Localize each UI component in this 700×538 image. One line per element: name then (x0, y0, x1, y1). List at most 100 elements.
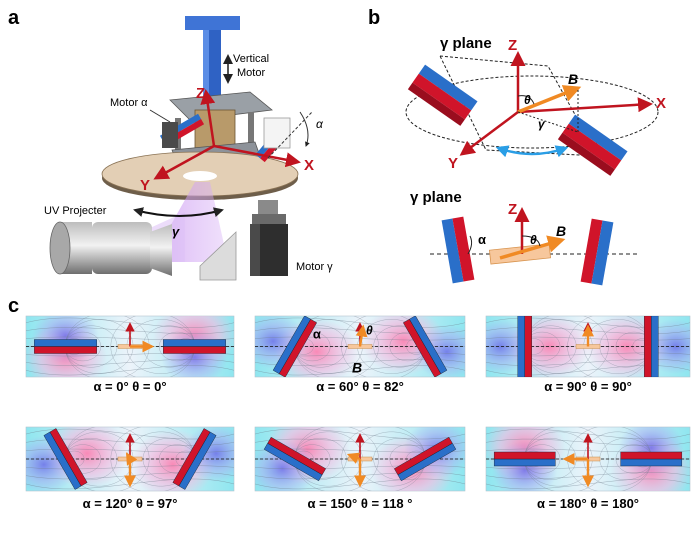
gamma-plane-title-top: γ plane (440, 35, 492, 52)
disk-hole (183, 171, 217, 181)
field-line (615, 331, 652, 362)
vertical-motor-label-2: Motor (237, 67, 265, 79)
field-line (110, 316, 195, 377)
field-line (373, 438, 426, 480)
b-label-c: B (352, 360, 362, 376)
alpha-arc-b (467, 235, 473, 255)
field-line (524, 444, 561, 474)
gamma-plane-title-bottom: γ plane (410, 189, 462, 206)
theta-label-top: θ (524, 93, 531, 107)
theta-arc-top (517, 95, 535, 105)
magnet (34, 339, 97, 354)
field-line (65, 427, 150, 491)
axis-y-b (459, 111, 519, 156)
field-subpanel-6: α = 180° θ = 180° (485, 426, 691, 511)
magnet (394, 436, 457, 482)
alpha-dashed-line (267, 111, 313, 159)
motor-alpha-leader (149, 109, 171, 123)
field-glow-blue (492, 441, 558, 491)
theta-arc-bottom (521, 235, 541, 247)
subpanel-caption: α = 120° θ = 97° (83, 496, 178, 511)
field-subpanel-5: α = 150° θ = 118 ° (254, 426, 466, 511)
alpha-label-a: α (316, 117, 324, 131)
motor-alpha-label: Motor α (110, 97, 148, 109)
magnet (163, 339, 226, 354)
subpanel-caption: α = 0° θ = 0° (93, 379, 166, 394)
field-subpanel-2: α θBα = 60° θ = 82° (254, 315, 466, 394)
panel-letter-b: b (368, 7, 380, 29)
b-field-arrow (346, 452, 361, 464)
field-line (158, 331, 195, 362)
theta-label-c: θ (366, 324, 373, 338)
magnet-b-top-left (407, 64, 478, 126)
magnet (403, 316, 448, 377)
field-line (615, 444, 652, 474)
panel-b: b γ plane Z X Y B θ γ (368, 7, 666, 286)
axis-z-label-a: Z (196, 85, 205, 102)
panel-c: c α = 0° θ = 0° α θBα = 60° θ = 82° α = 90°… (8, 295, 691, 511)
b-field-arrow (355, 324, 368, 347)
alpha-arc (299, 111, 310, 147)
axis-x-label-b: X (656, 95, 666, 112)
field-line (294, 427, 379, 491)
axis-x-b (517, 97, 653, 114)
b-projection-base (517, 111, 579, 133)
field-glow-blue (618, 427, 684, 477)
magnet-b-top-right (557, 114, 628, 176)
gamma-label-a: γ (172, 224, 180, 239)
axis-y-a (153, 144, 215, 180)
field-line (486, 352, 690, 357)
subpanel-caption: α = 180° θ = 180° (537, 496, 639, 511)
alpha-label-c: α (313, 327, 321, 342)
magnet (620, 451, 683, 467)
axis-y-label-b: Y (448, 155, 458, 172)
alpha-label-b: α (478, 232, 486, 247)
field-simulation-grid: α = 0° θ = 0° α θBα = 60° θ = 82° α = 90° θ… (25, 315, 691, 511)
theta-label-bottom: θ (530, 233, 537, 247)
subpanel-caption: α = 60° θ = 82° (316, 379, 404, 394)
field-line (26, 365, 234, 376)
magnet (272, 316, 317, 377)
b-field-arrow (125, 452, 138, 466)
axis-z-a (200, 89, 216, 147)
vertical-motor-shape (185, 16, 240, 98)
magnet (263, 436, 326, 482)
magnet (644, 316, 659, 377)
field-subpanel-1: α = 0° θ = 0° (25, 315, 235, 394)
field-glow-blue (32, 316, 99, 364)
axis-x-a (213, 144, 301, 168)
field-line (26, 358, 234, 366)
motor-alpha-box (162, 122, 178, 148)
magnet-b-bottom-right (580, 218, 614, 286)
b-label-top: B (568, 71, 578, 87)
field-line (255, 352, 465, 357)
mirror (199, 231, 237, 281)
field-subpanel-4: α = 120° θ = 97° (25, 426, 235, 511)
field-line (294, 316, 379, 377)
axis-z-label-b: Z (508, 37, 517, 54)
field-glow-blue (161, 329, 228, 377)
b-label-bottom: B (556, 223, 566, 239)
field-line (110, 427, 195, 491)
field-subpanel-3: α = 90° θ = 90° (485, 315, 691, 394)
magnet (43, 428, 88, 490)
field-line (524, 331, 561, 362)
uv-projector (49, 221, 172, 276)
magnet (172, 428, 217, 490)
motor-gamma (250, 200, 288, 276)
gamma-label-top: γ (538, 117, 546, 131)
vertical-motor-label-1: Vertical (233, 53, 269, 65)
field-line (65, 331, 102, 362)
panel-letter-c: c (8, 295, 19, 317)
magnet (493, 451, 556, 467)
magnet-b-bottom-left (441, 216, 475, 284)
b-vector-top (517, 85, 582, 114)
field-line (486, 358, 690, 366)
subpanel-caption: α = 90° θ = 90° (544, 379, 632, 394)
axis-z-label-b-bottom: Z (508, 201, 517, 218)
motor-gamma-label: Motor γ (296, 261, 333, 273)
axis-y-label-a: Y (140, 177, 150, 194)
panel-a: a Vertical Motor (8, 7, 333, 281)
field-line (486, 365, 690, 376)
